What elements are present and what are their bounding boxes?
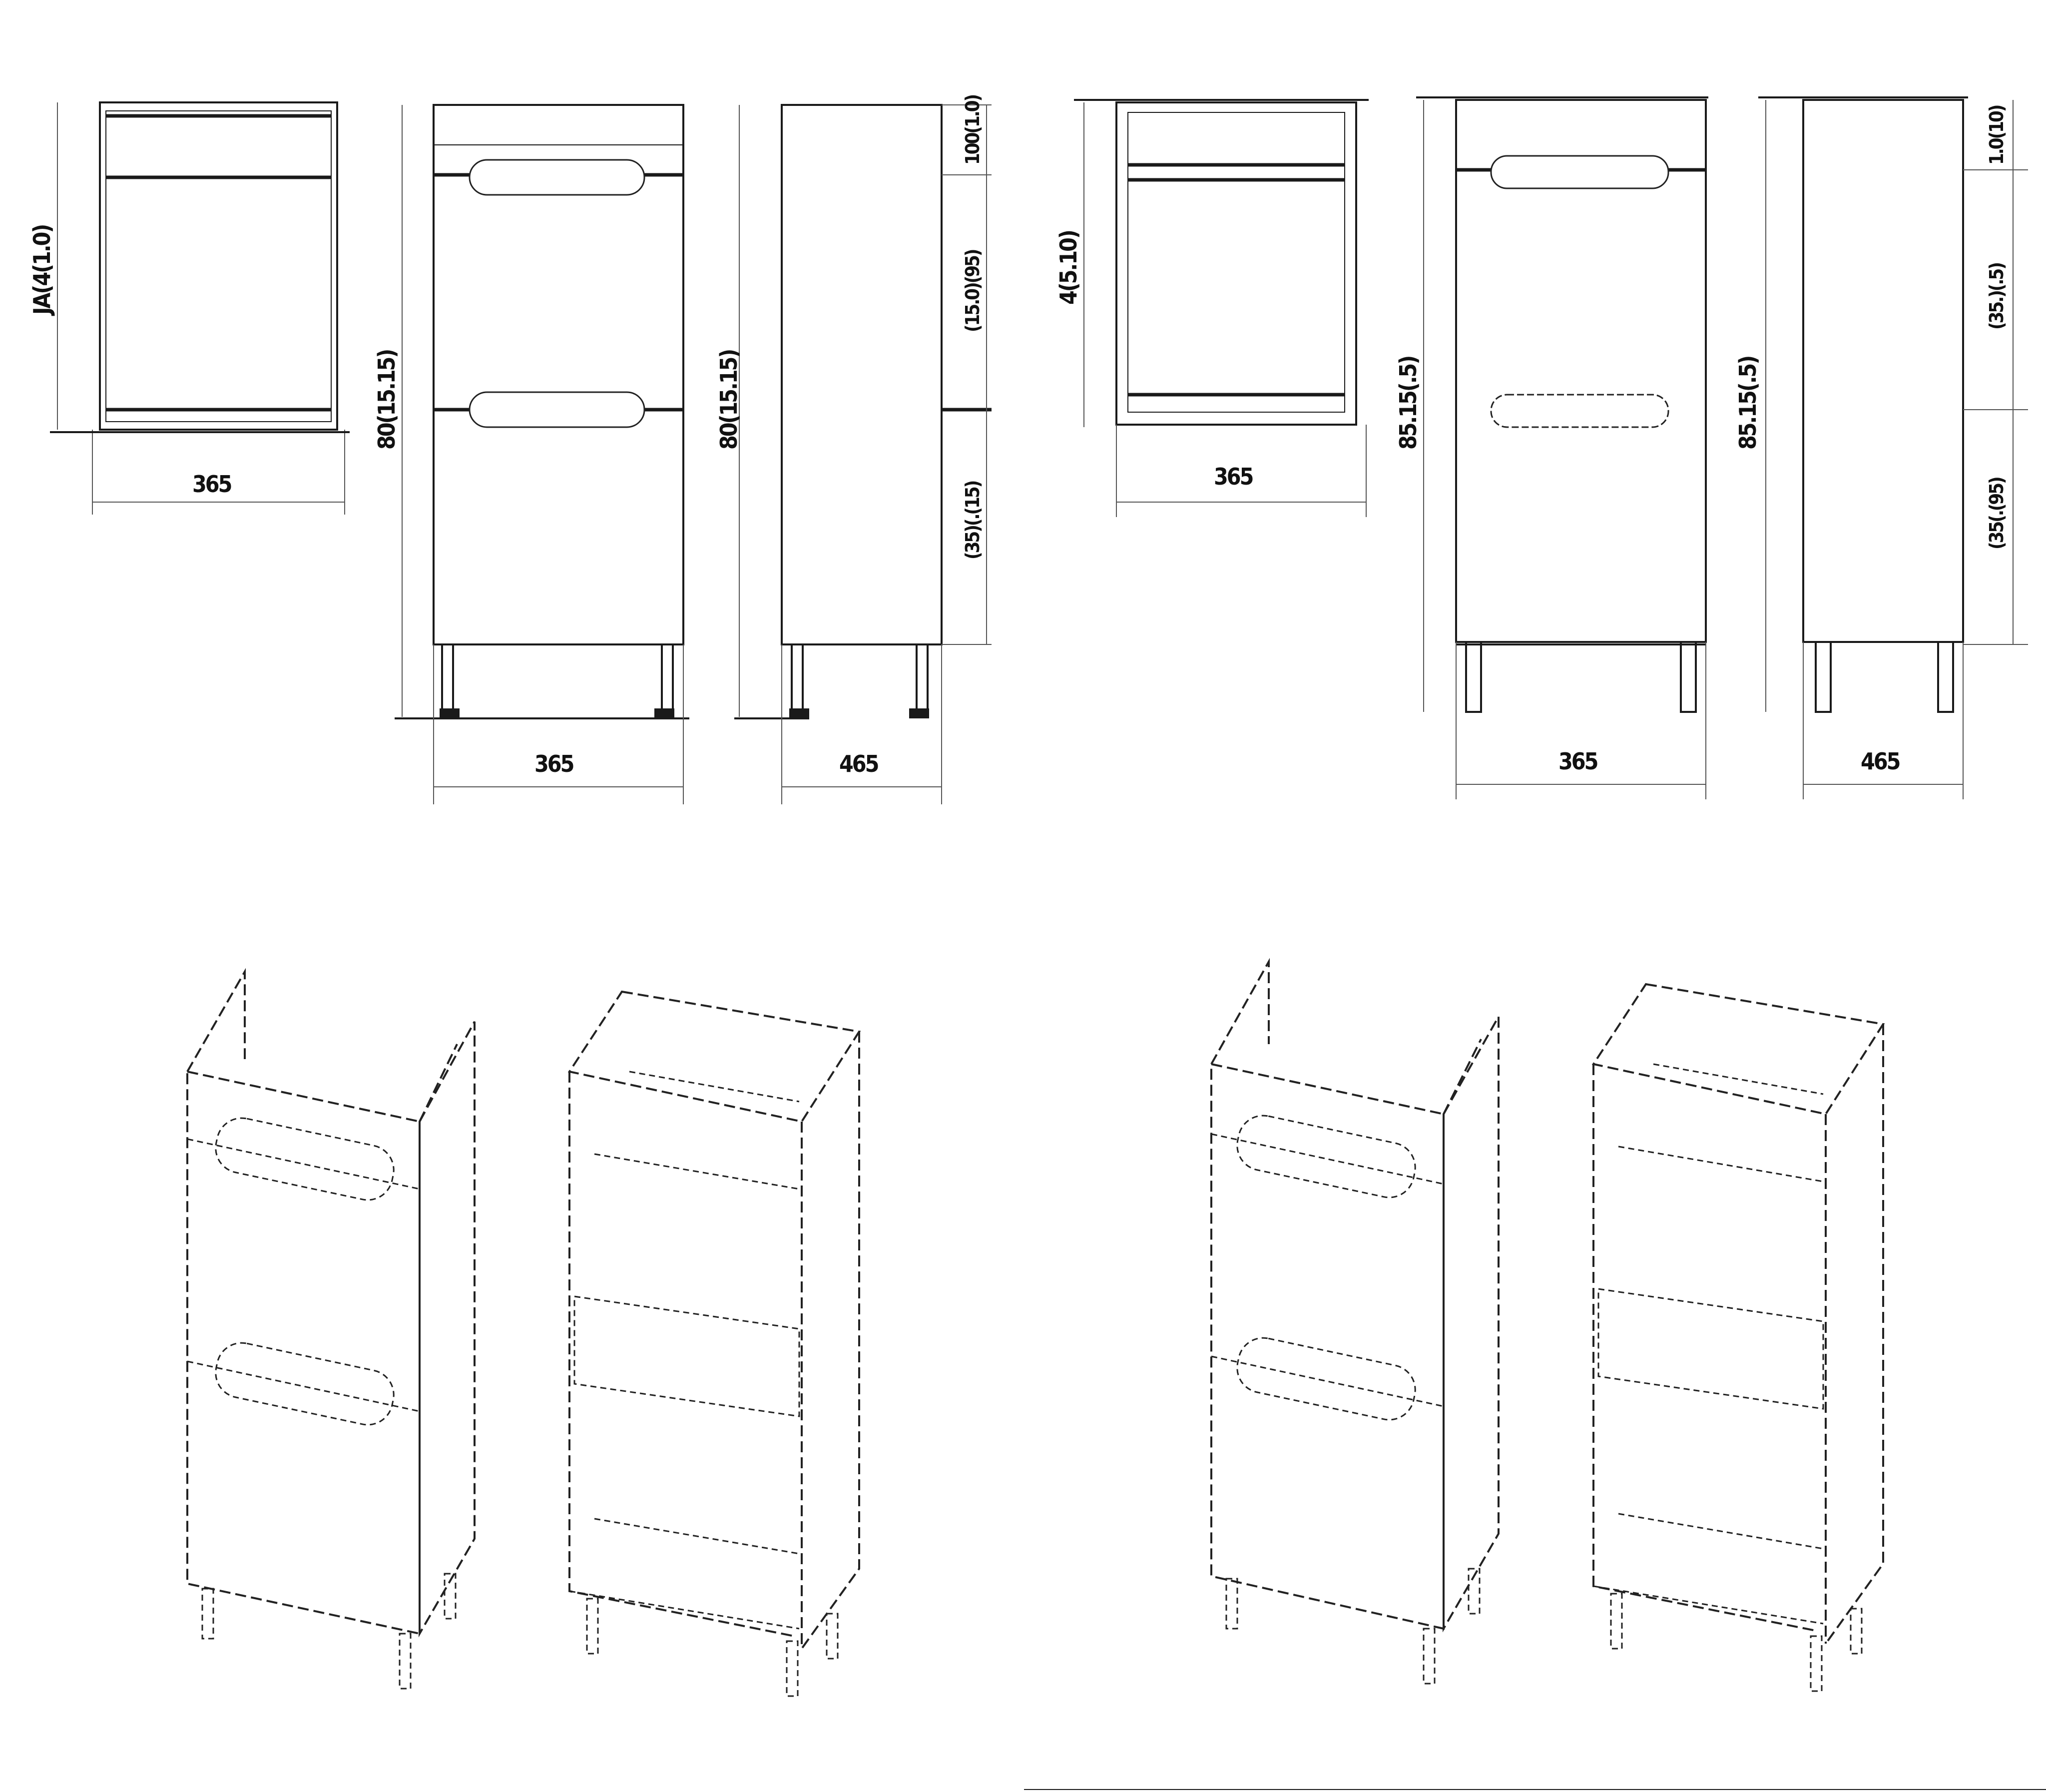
left-front-view — [395, 104, 689, 804]
right-top-width-label: 365 — [1214, 463, 1253, 490]
left-side-segment-mid: (15.0)(95) — [962, 250, 984, 332]
right-front-view — [1416, 96, 1708, 799]
left-top-width-label: 365 — [192, 471, 231, 498]
right-iso-open-cabinet — [1591, 983, 1885, 1692]
right-front-height-label: 85.15(.5) — [1395, 357, 1422, 450]
right-side-height-label: 85.15(.5) — [1734, 357, 1761, 450]
left-front-height-label: 80(15.15) — [373, 350, 400, 450]
right-front-width-label: 365 — [1558, 748, 1597, 775]
right-iso-closed-cabinet — [1210, 958, 1500, 1685]
right-top-height-label: 4(5.10) — [1055, 231, 1082, 305]
left-top-view — [50, 101, 350, 515]
right-side-segment-mid: (35.)(.5) — [1986, 263, 2008, 330]
left-side-view — [734, 104, 992, 804]
left-side-segment-top: 100(1.0) — [962, 95, 984, 165]
left-iso-closed-cabinet — [186, 968, 476, 1690]
right-side-segment-top: 1.0(10) — [1986, 105, 2008, 165]
left-top-height-label: JA(4(1.0) — [28, 225, 55, 316]
left-side-depth-label: 465 — [839, 750, 878, 777]
right-side-segment-bottom: (35(.(95) — [1986, 478, 2008, 550]
left-side-height-label: 80(15.15) — [715, 350, 742, 450]
right-side-depth-label: 465 — [1861, 748, 1900, 775]
right-top-view — [1074, 99, 1369, 517]
left-front-width-label: 365 — [534, 750, 573, 777]
left-iso-open-cabinet — [567, 990, 861, 1697]
right-side-view — [1758, 96, 2028, 799]
left-side-segment-bottom: (35)(.(15) — [962, 481, 984, 560]
